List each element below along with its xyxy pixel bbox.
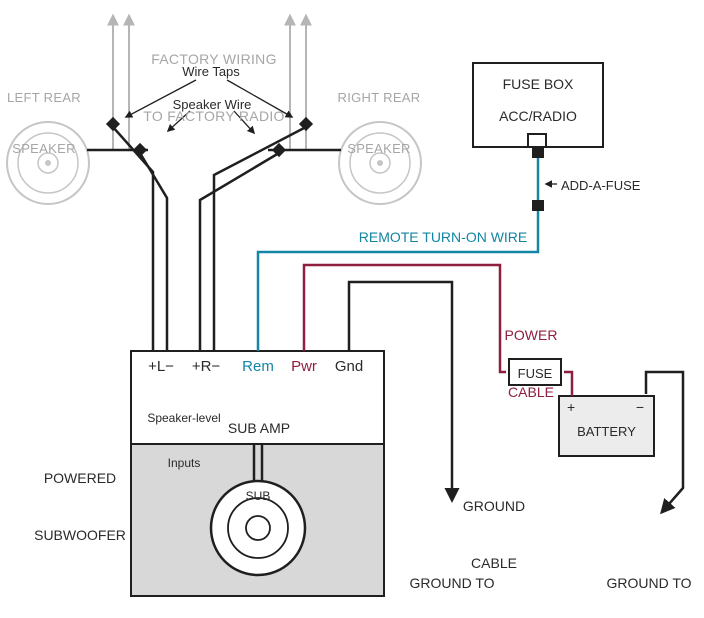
power-cable-label: POWER CABLE — [504, 327, 558, 400]
sub-amp-label: SUB AMP — [227, 420, 291, 436]
remote-turn-on-label: REMOTE TURN-ON WIRE — [358, 229, 528, 245]
terminal-power: Pwr — [291, 358, 317, 375]
acc-radio-label: ACC/RADIO — [499, 108, 577, 124]
ground-cable-label: GROUND CABLE — [462, 498, 526, 571]
terminal-left-input: +L− — [148, 358, 174, 375]
speaker-wire-label: Speaker Wire — [172, 97, 252, 112]
terminal-right-input: +R− — [191, 358, 221, 375]
sub-cone-label: SUB — [245, 489, 271, 503]
ground-to-chassis-label-battery: GROUND TO CHASSIS — [606, 575, 692, 591]
add-a-fuse-label: ADD-A-FUSE — [561, 178, 641, 193]
add-a-fuse-connectors — [532, 147, 544, 211]
fuse-box-title: FUSE BOX — [502, 76, 574, 92]
ground-to-chassis-label-amp: GROUND TO CHASSIS — [409, 575, 495, 591]
factory-wiring-label: FACTORY WIRING TO FACTORY RADIO — [143, 51, 285, 124]
battery-minus-terminal: − — [635, 399, 644, 415]
powered-subwoofer-label: POWERED SUBWOOFER — [34, 470, 126, 543]
battery-box: + − BATTERY — [558, 395, 655, 457]
terminal-ground: Gnd — [334, 358, 364, 375]
inline-fuse: FUSE — [508, 358, 562, 386]
wire-taps-label: Wire Taps — [182, 64, 240, 79]
terminal-remote: Rem — [242, 358, 274, 375]
fuse-box-slot — [527, 133, 547, 148]
left-rear-speaker-label: LEFT REAR SPEAKER — [7, 90, 81, 156]
right-rear-speaker-label: RIGHT REAR SPEAKER — [337, 90, 421, 156]
battery-plus-terminal: + — [567, 399, 576, 415]
speaker-level-inputs-label: Speaker-level Inputs — [147, 411, 221, 470]
inline-fuse-label: FUSE — [517, 366, 553, 381]
battery-label: BATTERY — [577, 424, 636, 439]
